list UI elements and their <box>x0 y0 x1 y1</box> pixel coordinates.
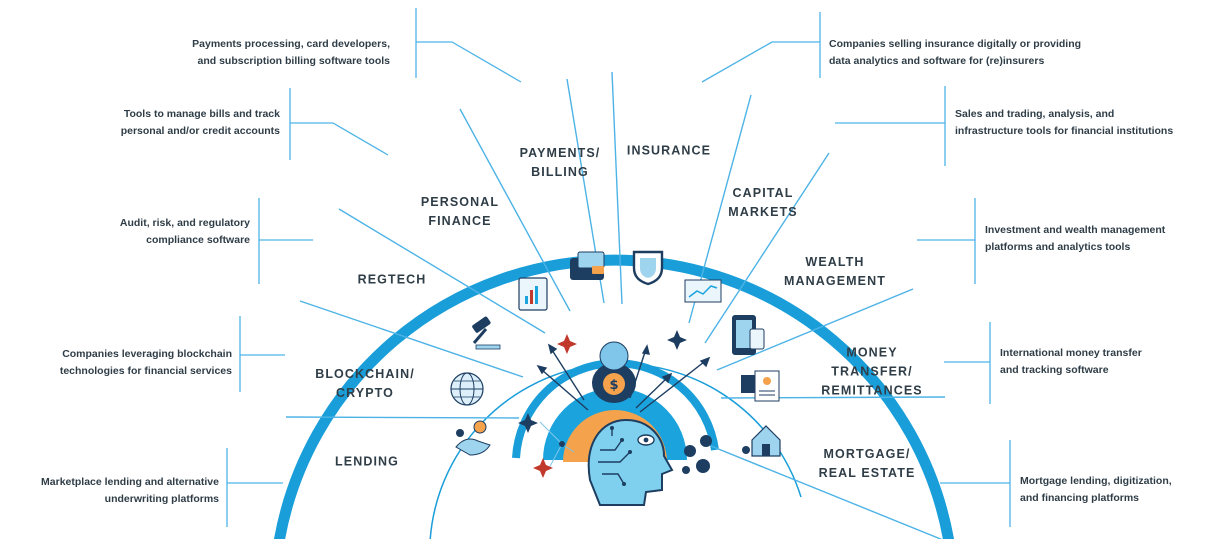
segment-label-line: CAPITAL <box>732 186 794 200</box>
desc-payments: Payments processing, card developers, an… <box>140 36 390 70</box>
segment-label-line: MORTGAGE/ <box>823 447 911 461</box>
desc-line: and tracking software <box>1000 364 1109 376</box>
segment-label-line: REAL ESTATE <box>818 466 916 480</box>
segment-label-line: INSURANCE <box>626 143 712 158</box>
desc-line: infrastructure tools for financial insti… <box>955 125 1174 137</box>
segment-label-line: FINANCE <box>428 214 492 228</box>
desc-personal-finance: Tools to manage bills and track personal… <box>60 106 280 140</box>
segment-label-money-transfer: MONEY TRANSFER/ REMITTANCES <box>821 344 922 401</box>
desc-line: Tools to manage bills and track <box>123 108 280 120</box>
segment-label-line: TRANSFER/ <box>831 364 913 379</box>
segment-label-line: REMITTANCES <box>821 383 923 398</box>
segment-label-wealth: WEALTH MANAGEMENT <box>784 253 886 291</box>
segment-label-line: MANAGEMENT <box>784 274 886 288</box>
desc-capital-markets: Sales and trading, analysis, and infrast… <box>955 106 1217 140</box>
desc-line: compliance software <box>146 234 250 246</box>
leader-lines <box>226 8 1011 527</box>
desc-line: data analytics and software for (re)insu… <box>829 55 1045 67</box>
segment-label-line: BILLING <box>531 165 589 179</box>
gavel-icon <box>472 316 501 350</box>
segment-dividers <box>285 71 949 543</box>
segment-label-line: WEALTH <box>805 255 865 269</box>
desc-line: technologies for financial services <box>59 365 232 377</box>
hands-coins-icon <box>455 420 491 456</box>
desc-mortgage: Mortgage lending, digitization, and fina… <box>1020 473 1215 507</box>
outer-ring <box>273 254 955 543</box>
segment-label-line: CRYPTO <box>335 386 394 400</box>
segment-label-capital-markets: CAPITAL MARKETS <box>728 184 798 222</box>
stock-chart-icon <box>684 279 722 303</box>
ai-head-icon <box>587 418 674 506</box>
segment-label-line: PERSONAL <box>420 195 500 209</box>
documents-transfer-icon <box>741 370 780 402</box>
desc-line: Sales and trading, analysis, and <box>955 108 1115 120</box>
segment-label-lending: LENDING <box>335 453 399 472</box>
desc-blockchain: Companies leveraging blockchain technolo… <box>10 346 232 380</box>
desc-line: Marketplace lending and alternative <box>41 476 219 488</box>
segment-label-personal-finance: PERSONAL FINANCE <box>421 193 499 231</box>
desc-line: International money transfer <box>1000 347 1142 359</box>
wallet-card-icon <box>570 251 605 280</box>
desc-line: Companies selling insurance digitally or… <box>829 38 1082 50</box>
phone-card-icon <box>732 315 765 355</box>
segment-label-payments: PAYMENTS/ BILLING <box>520 144 601 182</box>
segment-label-mortgage: MORTGAGE/ REAL ESTATE <box>819 445 916 483</box>
desc-line: Audit, risk, and regulatory <box>119 217 250 229</box>
svg-text:$: $ <box>609 378 618 393</box>
tablet-chart-icon <box>518 277 548 311</box>
shield-icon <box>632 250 664 286</box>
desc-lending: Marketplace lending and alternative unde… <box>0 474 219 508</box>
segment-label-insurance: INSURANCE <box>627 142 711 161</box>
desc-line: platforms and analytics tools <box>985 241 1131 253</box>
segment-label-line: LENDING <box>335 454 399 469</box>
desc-insurance: Companies selling insurance digitally or… <box>829 36 1129 70</box>
desc-line: and financing platforms <box>1020 492 1140 504</box>
desc-regtech: Audit, risk, and regulatory compliance s… <box>60 215 250 249</box>
segment-label-blockchain: BLOCKCHAIN/ CRYPTO <box>315 365 415 403</box>
segment-label-line: REGTECH <box>357 272 427 287</box>
house-icon <box>742 425 781 457</box>
segment-label-regtech: REGTECH <box>358 271 427 290</box>
desc-line: and subscription billing software tools <box>197 55 390 67</box>
segment-label-line: BLOCKCHAIN/ <box>315 367 415 381</box>
segment-label-line: PAYMENTS/ <box>519 146 601 160</box>
desc-line: Mortgage lending, digitization, <box>1020 475 1172 487</box>
segment-label-line: MONEY <box>846 345 898 360</box>
coins-icon <box>682 435 712 474</box>
desc-line: Investment and wealth management <box>985 224 1166 236</box>
globe-network-icon <box>450 372 484 406</box>
segment-label-line: MARKETS <box>728 205 798 219</box>
sparkle-icon <box>518 330 687 478</box>
desc-line: Companies leveraging blockchain <box>62 348 232 360</box>
desc-line: personal and/or credit accounts <box>120 125 280 137</box>
desc-wealth: Investment and wealth management platfor… <box>985 222 1215 256</box>
desc-line: underwriting platforms <box>104 493 219 505</box>
center-graphic: $ <box>518 330 712 506</box>
desc-line: Payments processing, card developers, <box>192 38 390 50</box>
desc-money-transfer: International money transfer and trackin… <box>1000 345 1215 379</box>
